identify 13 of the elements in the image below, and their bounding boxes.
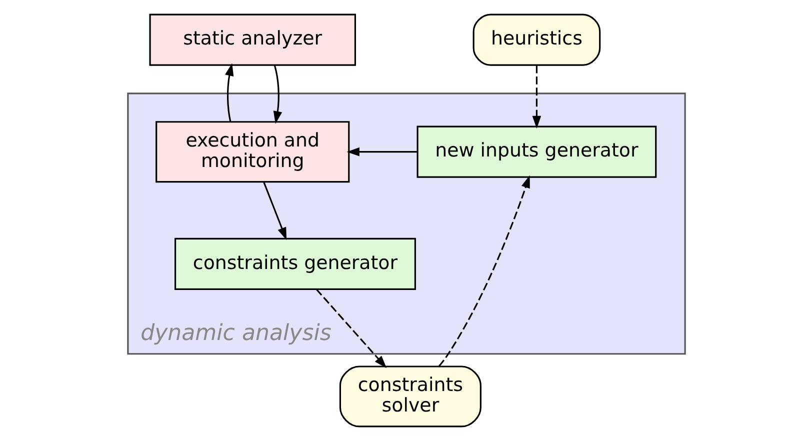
- node-box: execution and monitoring: [155, 121, 350, 183]
- node-box: new inputs generator: [416, 126, 656, 178]
- arrow: [315, 288, 386, 368]
- arrow: [346, 147, 417, 156]
- arrow: [532, 66, 541, 129]
- node-box: static analyzer: [148, 14, 356, 66]
- arrow: [224, 63, 234, 122]
- node-box: heuristics: [472, 14, 600, 66]
- arrow: [272, 65, 282, 124]
- arrow: [262, 182, 286, 240]
- arrow: [438, 175, 530, 367]
- node-box: constraints solver: [338, 366, 481, 428]
- node-box: constraints generator: [174, 238, 416, 290]
